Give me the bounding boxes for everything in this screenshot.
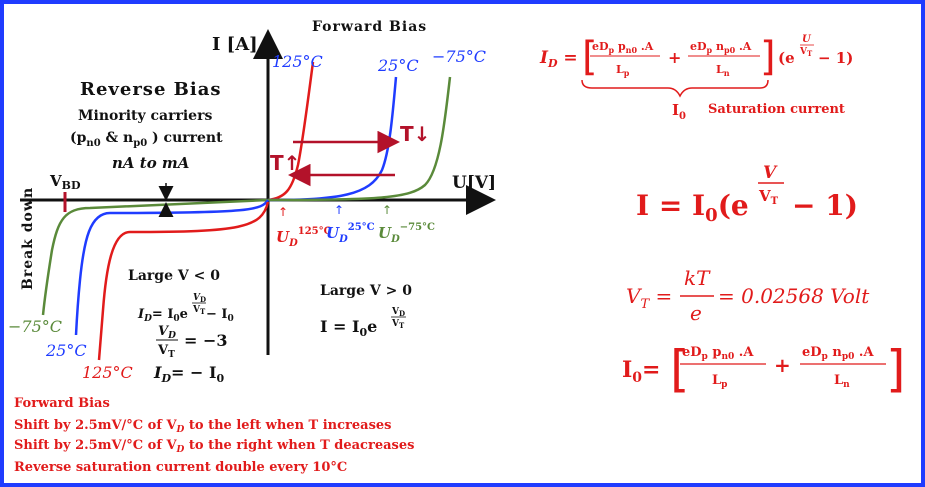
brace-i0: I0 xyxy=(672,101,686,122)
vt-lhs: VT = xyxy=(626,284,672,312)
top-exp-n: U xyxy=(802,34,812,45)
threshold-arrow-25: ↑ xyxy=(334,203,344,217)
reverse-eq3: ID= − I0 xyxy=(153,363,224,385)
curve-forward-25 xyxy=(267,76,398,202)
vbd-label: VBD xyxy=(49,172,81,192)
vt-rhs: = 0.02568 Volt xyxy=(718,284,870,308)
top-frac1-den: Lp xyxy=(616,63,630,78)
i0-lhs: I0= xyxy=(622,357,660,386)
reverse-bias-title: Reverse Bias xyxy=(80,79,222,100)
brace-saturation-current: Saturation current xyxy=(708,102,845,117)
i0-bracket-left: [ xyxy=(670,340,690,398)
big-exp-n: V xyxy=(763,163,778,183)
curve-reverse-25 xyxy=(74,199,270,336)
curve-reverse-125 xyxy=(97,201,270,361)
breakdown-label: Break down xyxy=(20,187,36,290)
reverse-eq2-rhs: = −3 xyxy=(184,331,228,350)
threshold-arrow-m75: ↑ xyxy=(382,203,392,217)
label-forward-25: 25°C xyxy=(377,56,419,75)
top-bracket-left: [ xyxy=(582,34,598,80)
note-shift-right: Shift by 2.5mV/°C of VD to the right whe… xyxy=(14,438,414,455)
top-frac2-den: Ln xyxy=(716,63,730,78)
label-reverse-m75: −75°C xyxy=(8,317,62,336)
reverse-eq2-d: VT xyxy=(157,343,175,360)
current-range: nA to mA xyxy=(112,154,189,172)
note-saturation-double: Reverse saturation current double every … xyxy=(14,460,347,475)
note-forward-bias: Forward Bias xyxy=(14,396,110,411)
label-reverse-25: 25°C xyxy=(45,341,87,360)
reverse-eq1-exp: VD xyxy=(193,293,206,304)
i0-plus: + xyxy=(774,353,791,377)
i0-frac1-num: eDp pn0 .A xyxy=(682,345,754,362)
x-axis-label: U[V] xyxy=(452,173,496,193)
big-exp-d: VT xyxy=(758,187,779,207)
vt-den: e xyxy=(690,301,702,325)
t-up-label: T↑ xyxy=(270,151,300,175)
large-v-positive: Large V > 0 xyxy=(320,283,412,299)
y-axis-label: I [A] xyxy=(212,34,258,55)
big-tail: − 1) xyxy=(792,189,858,222)
i0-frac2-den: Ln xyxy=(834,373,850,390)
curve-forward-125 xyxy=(267,61,315,202)
forward-eq-exp-n: VD xyxy=(391,307,405,318)
i0-frac1-den: Lp xyxy=(712,373,727,390)
large-v-negative: Large V < 0 xyxy=(128,268,220,284)
i0-bracket-right: ] xyxy=(886,340,906,398)
top-eq-lhs: ID = xyxy=(539,48,578,70)
top-exp-base: (e xyxy=(778,49,795,67)
forward-eq-exp-d: VT xyxy=(391,319,405,330)
t-down-label: T↓ xyxy=(400,122,430,146)
threshold-125: UD125°C xyxy=(276,226,332,249)
reverse-eq2-n: VD xyxy=(158,324,176,341)
label-forward-m75: −75°C xyxy=(432,47,486,66)
reverse-eq1: ID= I0e− I0 xyxy=(137,307,234,324)
label-reverse-125: 125°C xyxy=(82,363,133,382)
minority-carriers: Minority carriers xyxy=(78,108,212,124)
big-eq: I = I0(e xyxy=(636,189,749,226)
top-frac1-num: eDp pn0 .A xyxy=(592,40,654,55)
curve-reverse-m75 xyxy=(41,198,269,316)
top-exp-tail: − 1) xyxy=(818,49,853,67)
minority-carriers-current: (pn0 & np0 ) current xyxy=(70,130,223,149)
label-forward-125: 125°C xyxy=(272,52,323,71)
top-plus: + xyxy=(668,48,681,67)
vt-num: kT xyxy=(684,266,711,290)
curve-forward-m75 xyxy=(267,76,452,202)
threshold-arrow-125: ↑ xyxy=(278,205,288,219)
forward-eq: I = I0e xyxy=(320,317,377,339)
forward-bias-title: Forward Bias xyxy=(312,19,427,35)
saturation-brace xyxy=(581,79,769,98)
top-exp-d: VT xyxy=(799,47,813,58)
reverse-eq1-exp-d: VT xyxy=(192,305,206,316)
note-shift-left: Shift by 2.5mV/°C of VD to the left when… xyxy=(14,418,392,435)
top-frac2-num: eDp np0 .A xyxy=(690,40,752,55)
top-bracket-right: ] xyxy=(760,34,776,80)
threshold-25: UD25°C xyxy=(326,222,375,245)
i0-frac2-num: eDp np0 .A xyxy=(802,345,874,362)
threshold-m75: UD−75°C xyxy=(378,222,435,245)
